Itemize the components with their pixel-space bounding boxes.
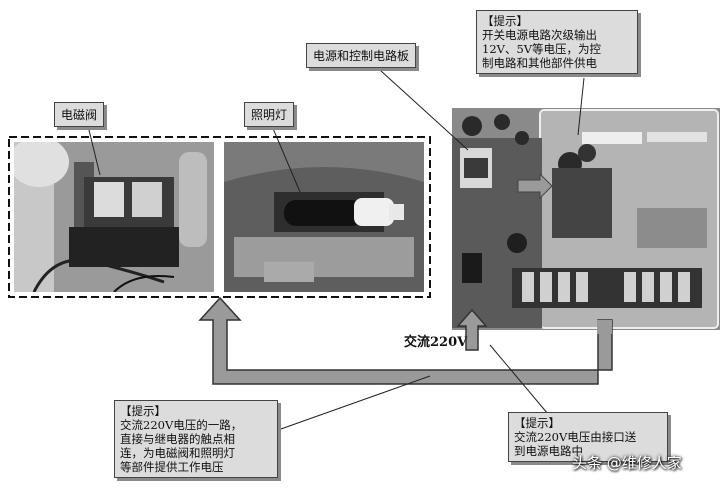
callout-bottom-right: 【提示】 交流220V电压由接口送 到电源电路中 xyxy=(508,412,668,462)
callout-top-right-line-2: 12V、5V等电压，为控 xyxy=(482,42,602,56)
callout-top-right-line-1: 开关电源电路次级输出 xyxy=(482,28,597,42)
lamp-leader xyxy=(271,125,301,193)
callout-bottom-right-line-2: 到电源电路中 xyxy=(514,444,583,458)
solenoid-valve-drawing xyxy=(14,142,214,292)
callout-bottom-left-head: 【提示】 xyxy=(120,404,166,418)
callout-bottom-left-line-2: 直接与继电器的触点相 xyxy=(120,432,235,446)
bottom-left-leader xyxy=(249,375,431,441)
board-inner-arrow xyxy=(517,172,553,200)
callout-bottom-left-line-1: 交流220V电压的一路， xyxy=(120,418,243,432)
callout-bottom-right-line-1: 交流220V电压由接口送 xyxy=(514,430,637,444)
lighting-lamp-photo xyxy=(224,142,424,292)
top-callout-leader xyxy=(577,77,585,136)
callout-top-right: 【提示】 开关电源电路次级输出 12V、5V等电压，为控 制电路和其他部件供电 xyxy=(476,10,638,74)
callout-bottom-left: 【提示】 交流220V电压的一路， 直接与继电器的触点相 连，为电磁阀和照明灯 … xyxy=(114,400,278,478)
watermark: 头条 @维修人家 xyxy=(572,454,682,472)
control-board-photo xyxy=(452,108,720,330)
flow-arrow-cover xyxy=(598,320,612,334)
valve-label: 电磁阀 xyxy=(54,102,105,127)
ac-220v-label: 交流220V xyxy=(404,335,468,350)
valve-leader xyxy=(87,125,101,176)
callout-bottom-left-line-3: 连，为电磁阀和照明灯 xyxy=(120,446,235,460)
callout-top-right-head: 【提示】 xyxy=(482,14,528,28)
ac-input-arrow xyxy=(456,308,488,351)
callout-top-right-line-3: 制电路和其他部件供电 xyxy=(482,56,597,70)
lighting-lamp-drawing xyxy=(224,142,424,292)
callout-bottom-right-head: 【提示】 xyxy=(514,416,560,430)
control-board-drawing xyxy=(452,108,720,330)
board-label: 电源和控制电路板 xyxy=(306,43,417,68)
bottom-right-leader xyxy=(489,344,549,415)
dashed-frame xyxy=(8,136,431,298)
lamp-label: 照明灯 xyxy=(244,102,295,127)
solenoid-valve-photo xyxy=(14,142,214,292)
board-leader xyxy=(379,69,469,151)
callout-bottom-left-line-4: 等部件提供工作电压 xyxy=(120,460,224,474)
flow-arrow-body xyxy=(198,296,613,385)
